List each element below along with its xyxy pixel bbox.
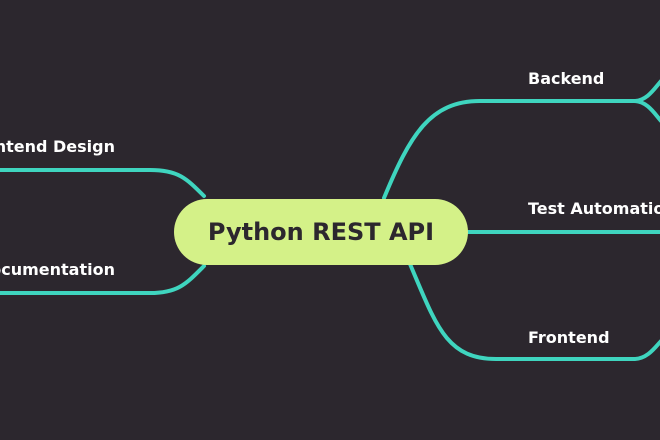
connector-backend-sub-down: [632, 99, 660, 123]
topic-documentation[interactable]: Documentation: [0, 260, 115, 279]
connector-frontend-design: [0, 168, 206, 198]
connector-frontend-sub: [632, 339, 660, 361]
connector-backend: [382, 99, 636, 200]
topic-frontend[interactable]: Frontend: [528, 328, 610, 347]
topic-test-automation[interactable]: Test Automation: [528, 199, 660, 218]
topic-backend[interactable]: Backend: [528, 69, 605, 88]
central-topic-label: Python REST API: [207, 218, 435, 246]
central-topic-node[interactable]: Python REST API: [174, 199, 468, 265]
connector-frontend: [408, 262, 636, 361]
connector-backend-sub-up: [632, 79, 660, 103]
topic-frontend-design[interactable]: Frontend Design: [0, 137, 115, 156]
connector-documentation: [0, 264, 206, 295]
